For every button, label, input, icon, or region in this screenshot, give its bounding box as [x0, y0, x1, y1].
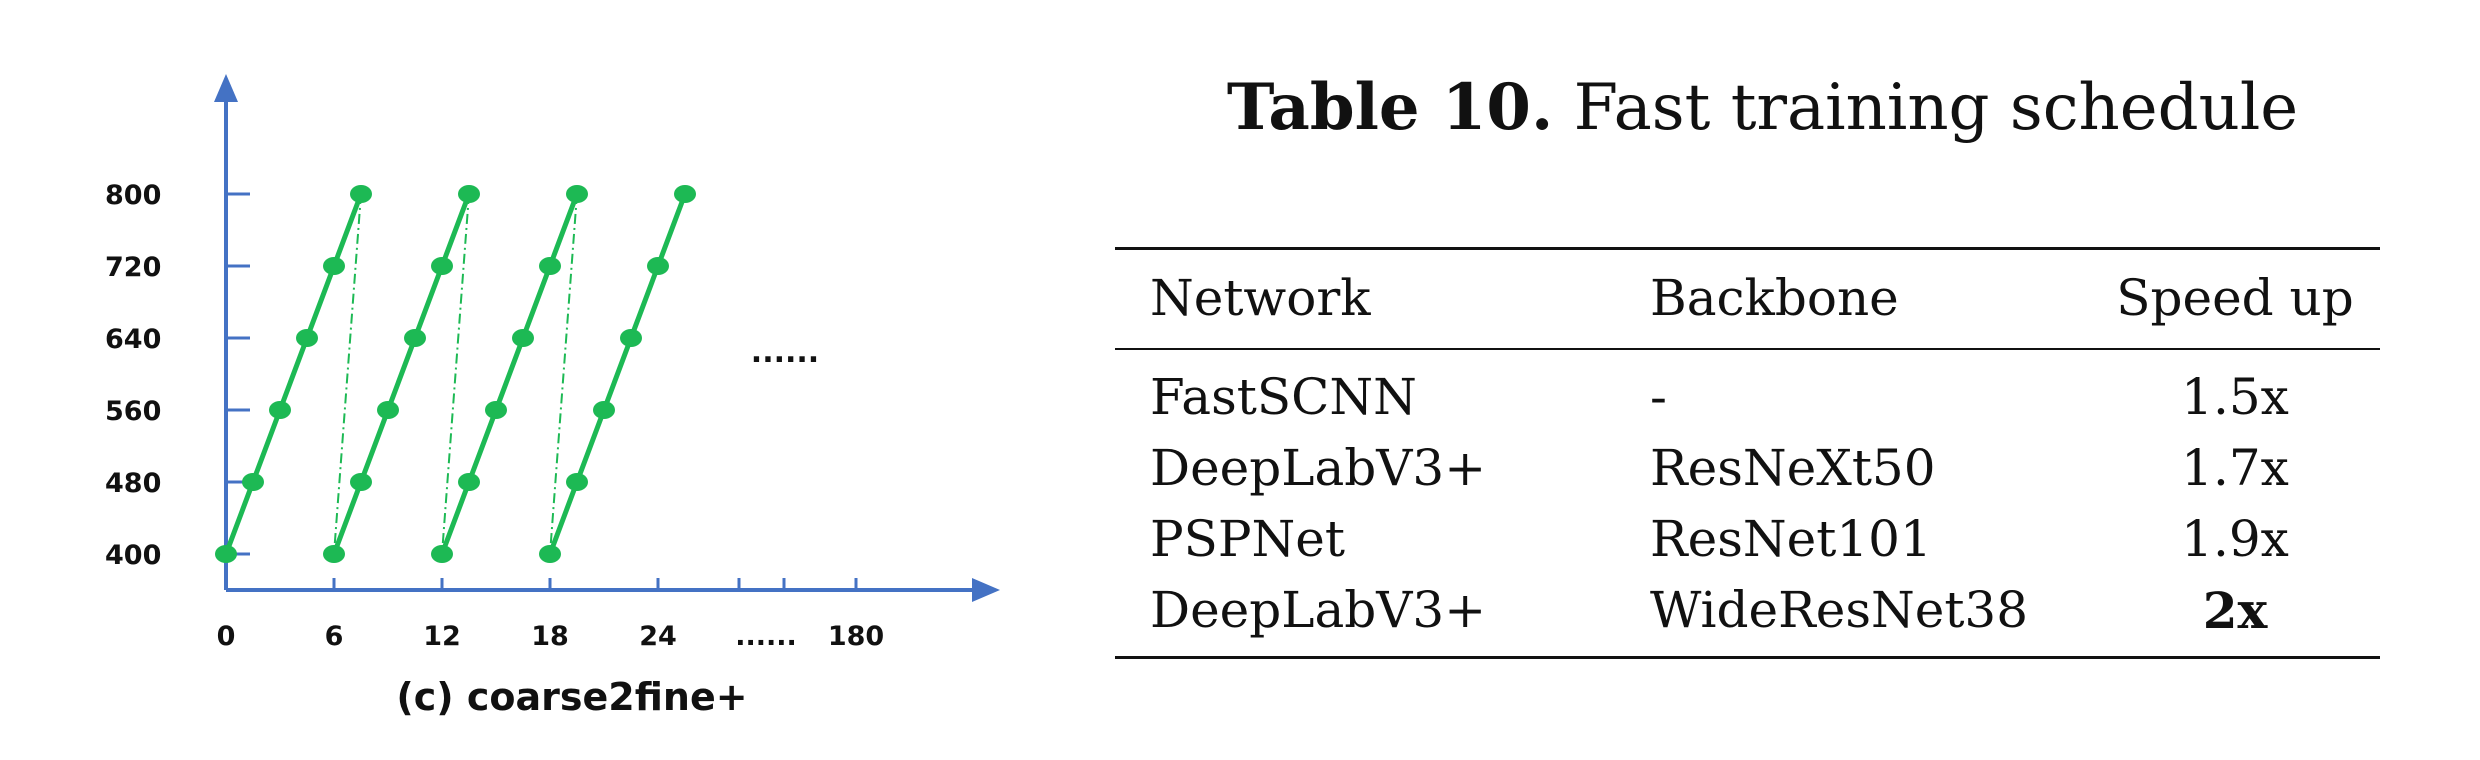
- cycle-line: [331, 193, 472, 555]
- x-tick-label: ......: [735, 621, 797, 652]
- table-block: Table 10. Fast training schedule Network…: [1115, 70, 2380, 658]
- cycle-line: [547, 193, 688, 555]
- cell-network: DeepLabV3+: [1150, 581, 1487, 639]
- data-point: [377, 401, 399, 419]
- data-point: [620, 329, 642, 347]
- cell-speedup: 1.7x: [2181, 439, 2289, 497]
- data-point: [539, 545, 561, 563]
- cell-network: FastSCNN: [1150, 368, 1417, 426]
- y-tick-label: 560: [105, 396, 161, 427]
- data-point: [431, 257, 453, 275]
- data-point: [485, 401, 507, 419]
- figure-caption: (c) coarse2fine+: [396, 675, 747, 719]
- cell-speedup-best: 2x: [2202, 581, 2268, 640]
- cell-backbone: -: [1650, 368, 1667, 426]
- x-tick-label: 6: [325, 621, 344, 652]
- cell-network: DeepLabV3+: [1150, 439, 1487, 497]
- table-row: FastSCNN - 1.5x: [1115, 349, 2380, 433]
- table-row: DeepLabV3+ ResNeXt50 1.7x: [1115, 433, 2380, 504]
- y-tick-label: 480: [105, 468, 161, 499]
- data-point: [323, 545, 345, 563]
- header-network: Network: [1150, 269, 1371, 327]
- coarse2fine-plot: 400 480 560 640 720 800 0 6 12 18 24...... 180.....…: [105, 74, 1000, 719]
- table-row: PSPNet ResNet101 1.9x: [1115, 504, 2380, 575]
- header-speedup: Speed up: [2116, 269, 2354, 327]
- table-row: DeepLabV3+ WideResNet38 2x: [1115, 575, 2380, 658]
- data-point: [458, 185, 480, 203]
- data-point: [269, 401, 291, 419]
- reset-link: [333, 193, 362, 555]
- x-tick-label: 24: [639, 621, 677, 652]
- y-tick-label: 720: [105, 252, 161, 283]
- y-tick-label: 800: [105, 180, 161, 211]
- speedup-table: Network Backbone Speed up FastSCNN - 1.5…: [1115, 247, 2380, 659]
- cell-network: PSPNet: [1150, 510, 1345, 568]
- data-point: [350, 473, 372, 491]
- cell-speedup: 1.9x: [2181, 510, 2289, 568]
- cell-backbone: ResNeXt50: [1650, 439, 1936, 497]
- x-tick-label: 18: [531, 621, 569, 652]
- cell-backbone: ResNet101: [1650, 510, 1932, 568]
- cell-speedup: 1.5x: [2181, 368, 2289, 426]
- data-point: [539, 257, 561, 275]
- cycle-line: [439, 193, 580, 555]
- data-point: [215, 545, 237, 563]
- header-backbone: Backbone: [1650, 269, 1899, 327]
- data-point: [296, 329, 318, 347]
- y-axis-arrow: [214, 74, 238, 102]
- data-point: [242, 473, 264, 491]
- y-tick-label: 640: [105, 324, 161, 355]
- continuation-mark: ......: [751, 335, 819, 370]
- data-point: [566, 185, 588, 203]
- table-title: Table 10. Fast training schedule: [1145, 70, 2380, 147]
- data-point: [404, 329, 426, 347]
- x-tick-label: 12: [423, 621, 461, 652]
- data-point: [323, 257, 345, 275]
- data-point: [566, 473, 588, 491]
- x-axis-arrow: [972, 578, 1000, 602]
- data-point: [647, 257, 669, 275]
- reset-link: [549, 193, 578, 555]
- data-point: [431, 545, 453, 563]
- reset-link: [441, 193, 470, 555]
- y-tick-label: 400: [105, 540, 161, 571]
- x-tick-label: 0: [217, 621, 236, 652]
- cell-backbone: WideResNet38: [1650, 581, 2029, 639]
- table-header-row: Network Backbone Speed up: [1115, 248, 2380, 349]
- table-title-text: Fast training schedule: [1573, 71, 2299, 145]
- data-point: [674, 185, 696, 203]
- data-point: [512, 329, 534, 347]
- data-point: [593, 401, 615, 419]
- x-tick-label: 180: [828, 621, 884, 652]
- table-title-label: Table 10.: [1226, 70, 1554, 145]
- cycle-line: [223, 193, 364, 555]
- data-point: [458, 473, 480, 491]
- data-point: [350, 185, 372, 203]
